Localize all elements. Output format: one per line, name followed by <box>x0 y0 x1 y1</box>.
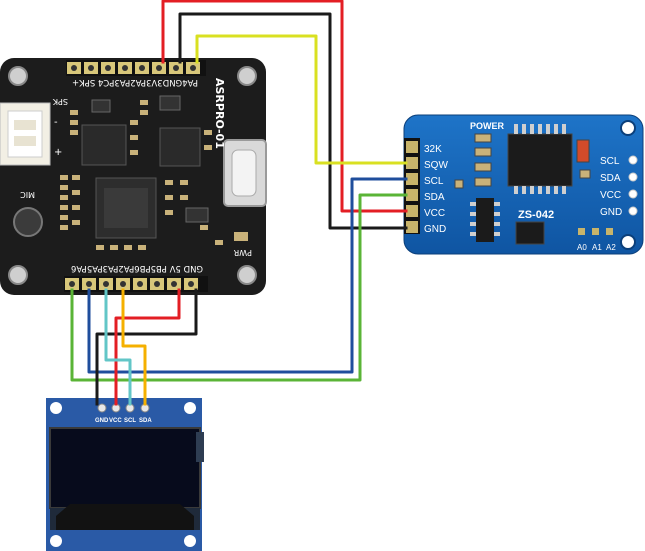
plus-label: + <box>54 147 62 158</box>
rtc-addr-a2: A2 <box>606 243 616 252</box>
mounting-hole-icon <box>8 66 28 86</box>
rtc-right-pin-gnd: GND <box>600 207 622 218</box>
address-pads <box>578 228 613 235</box>
rtc-pin-32k: 32K <box>424 144 442 155</box>
wires <box>70 0 408 406</box>
top-header-label: PA4GND3V3PA2PA3PC4 SPK+ <box>72 77 198 87</box>
power-led-icon <box>234 232 248 241</box>
rtc-board: 32K SQW SCL SDA VCC GND POWER <box>403 114 644 255</box>
rtc-left-header <box>404 138 420 234</box>
rtc-pin-sqw: SQW <box>424 160 448 171</box>
rtc-right-pin-vcc: VCC <box>600 190 621 201</box>
oled-screen <box>49 427 201 509</box>
speaker-connector <box>0 102 51 166</box>
mounting-hole-icon <box>237 265 257 285</box>
oled-pin-sda: SDA <box>139 418 152 424</box>
rtc-chip <box>507 124 573 194</box>
microphone-icon <box>13 207 43 237</box>
oled-side-edge <box>196 432 204 462</box>
rtc-model-label: ZS-042 <box>518 209 554 221</box>
rtc-addr-a0: A0 <box>577 243 587 252</box>
wire-blue-scl <box>87 177 408 374</box>
mounting-hole-icon <box>50 402 62 414</box>
bottom-pin-header <box>64 276 208 292</box>
rtc-pin-gnd: GND <box>424 224 446 235</box>
oled-flex-cable <box>56 504 194 530</box>
minus-label: - <box>54 117 58 128</box>
pwr-label: PWR <box>233 248 252 257</box>
wire-gold-oled-sda <box>121 288 147 406</box>
rtc-pin-sda: SDA <box>424 192 445 203</box>
rtc-pin-scl: SCL <box>424 176 444 187</box>
rtc-right-pin-sda: SDA <box>600 173 621 184</box>
rtc-power-label: POWER <box>470 121 505 131</box>
rtc-right-pin-scl: SCL <box>600 156 620 167</box>
eeprom-chip <box>515 221 545 245</box>
rtc-smd-components <box>454 133 591 189</box>
asrpro-model-label: ASRPRO-01 <box>213 78 226 149</box>
mounting-hole-icon <box>237 66 257 86</box>
smd-components <box>60 100 223 250</box>
rtc-right-pads <box>628 155 638 216</box>
mounting-hole-icon <box>184 402 196 414</box>
wire-cyan-oled-scl <box>104 288 132 406</box>
wire-black-gnd <box>178 12 408 230</box>
mounting-hole-icon <box>184 535 196 547</box>
mounting-hole-icon <box>620 120 636 136</box>
rtc-pin-vcc: VCC <box>424 208 445 219</box>
usb-c-port <box>223 139 267 207</box>
rtc-addr-a1: A1 <box>592 243 602 252</box>
wire-green-sda <box>70 193 408 382</box>
resistor-network <box>470 198 500 242</box>
mounting-hole-icon <box>8 265 28 285</box>
wire-yellow-sqw <box>195 34 408 165</box>
mic-label: MIC <box>20 190 35 199</box>
oled-pin-vcc: VCC <box>109 418 122 424</box>
wire-red-vcc <box>161 0 408 213</box>
asrpro-board: PA4GND3V3PA2PA3PC4 SPK+ SPK - + ASRPRO-0… <box>0 58 267 295</box>
top-pin-header <box>66 60 206 76</box>
spk-label: SPK <box>52 97 68 106</box>
oled-pin-scl: SCL <box>124 418 136 424</box>
mounting-hole-icon <box>620 234 636 250</box>
oled-board: GND VCC SCL SDA <box>46 398 204 551</box>
bottom-header-label: GND 5V PB5PB6PA2PA3PA5PA6 <box>71 263 203 273</box>
oled-pin-gnd: GND <box>95 418 109 424</box>
wire-black-oled-gnd <box>95 288 198 406</box>
asrpro-chips <box>81 95 209 239</box>
mounting-hole-icon <box>50 535 62 547</box>
